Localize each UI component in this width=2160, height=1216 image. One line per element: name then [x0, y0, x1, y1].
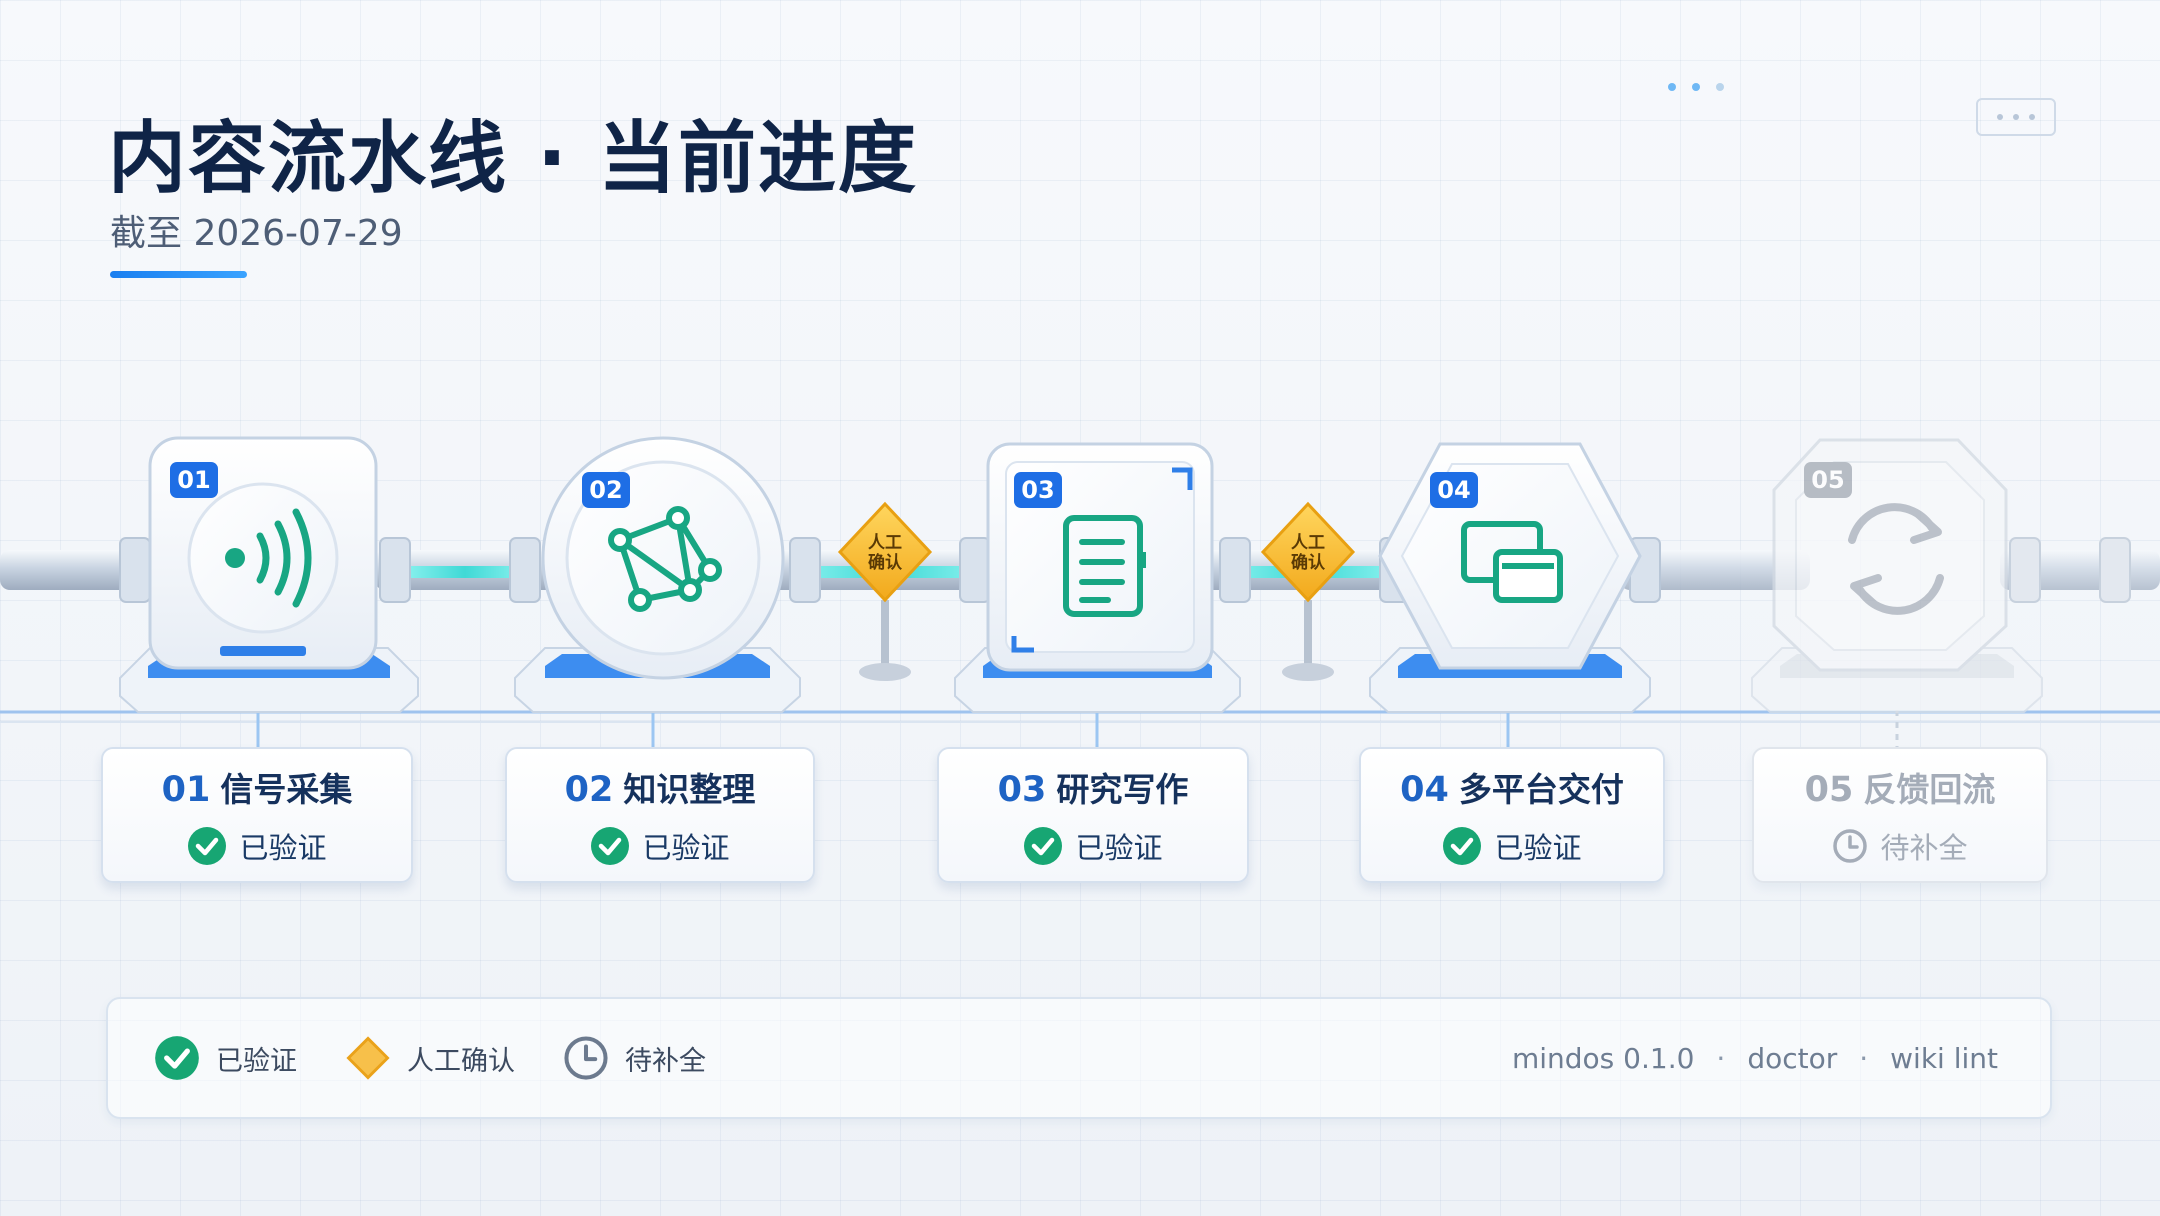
footer-doctor: doctor	[1747, 1041, 1838, 1075]
stage-status: 已验证	[642, 831, 730, 865]
footer-separator: ·	[1716, 1041, 1726, 1075]
svg-text:05: 05	[1811, 466, 1844, 494]
stage-name: 反馈回流	[1863, 770, 1996, 809]
stage-number: 05	[1804, 770, 1854, 810]
decor-panel	[1976, 98, 2056, 136]
check-circle-icon	[188, 827, 227, 865]
manual-check-gate-1: 人工 确认	[837, 501, 933, 681]
footer-version: mindos 0.1.0	[1511, 1041, 1695, 1075]
stage-status: 已验证	[239, 831, 327, 865]
stage-number: 01	[161, 770, 211, 810]
page-title: 内容流水线 · 当前进度	[108, 114, 918, 204]
gate2-label-line1: 人工	[1291, 533, 1325, 553]
legend-item-pending: 待补全	[563, 1035, 706, 1081]
stage-01-machine: 01	[119, 436, 419, 713]
check-circle-icon	[591, 827, 630, 865]
stage-status: 待补全	[1880, 831, 1968, 865]
decor-dots	[1668, 83, 1724, 91]
refresh-icon	[1848, 503, 1944, 615]
gate-label-line1: 人工	[868, 533, 902, 553]
stage-name: 研究写作	[1056, 770, 1189, 809]
stage-status: 已验证	[1494, 831, 1582, 865]
check-circle-icon	[155, 1036, 199, 1080]
footer-separator: ·	[1859, 1041, 1869, 1075]
svg-text:02: 02	[589, 476, 622, 504]
stage-name: 知识整理	[623, 770, 756, 809]
stage-name: 信号采集	[220, 770, 353, 809]
document-icon	[1063, 515, 1146, 617]
diamond-icon	[346, 1036, 390, 1080]
legend-panel: 已验证 人工确认 待补全 mindos 0.1.0 · doctor · wik…	[106, 997, 2052, 1119]
gate-label-line2: 确认	[868, 552, 903, 573]
legend-label: 已验证	[216, 1045, 297, 1077]
svg-text:03: 03	[1021, 476, 1054, 504]
clock-icon	[564, 1036, 608, 1080]
svg-text:01: 01	[177, 466, 210, 494]
check-circle-icon	[1443, 827, 1482, 865]
legend-item-verified: 已验证	[154, 1035, 297, 1081]
stage-name: 多平台交付	[1458, 770, 1624, 809]
page-subtitle: 截至 2026-07-29	[110, 213, 403, 254]
stage-05-machine: 05	[1751, 438, 2043, 713]
multi-screen-icon	[1461, 521, 1563, 603]
stage-number: 04	[1400, 770, 1449, 810]
stage-04-machine: 04	[1369, 442, 1651, 713]
footer-wiki-lint: wiki lint	[1890, 1041, 1998, 1075]
signal-icon	[225, 508, 312, 608]
stage-02-machine: 02	[514, 436, 801, 713]
stage-status: 已验证	[1075, 831, 1163, 865]
legend-label: 待补全	[625, 1045, 706, 1077]
stage-number: 03	[997, 770, 1047, 810]
clock-icon	[1833, 829, 1868, 863]
check-circle-icon	[1024, 827, 1063, 865]
stage-03-machine: 03	[954, 442, 1241, 713]
gate2-label-line2: 确认	[1291, 552, 1326, 573]
pipeline-diagram: 01 02 人工 确认	[0, 436, 2160, 747]
stage-number: 02	[564, 770, 614, 810]
network-icon	[608, 506, 722, 612]
legend-label: 人工确认	[407, 1045, 515, 1077]
footer-meta: mindos 0.1.0 · doctor · wiki lint	[1512, 999, 1998, 1117]
manual-check-gate-2: 人工 确认	[1260, 501, 1356, 681]
legend-item-manual: 人工确认	[345, 1035, 515, 1081]
title-accent-line	[110, 271, 247, 278]
svg-text:04: 04	[1437, 476, 1470, 504]
